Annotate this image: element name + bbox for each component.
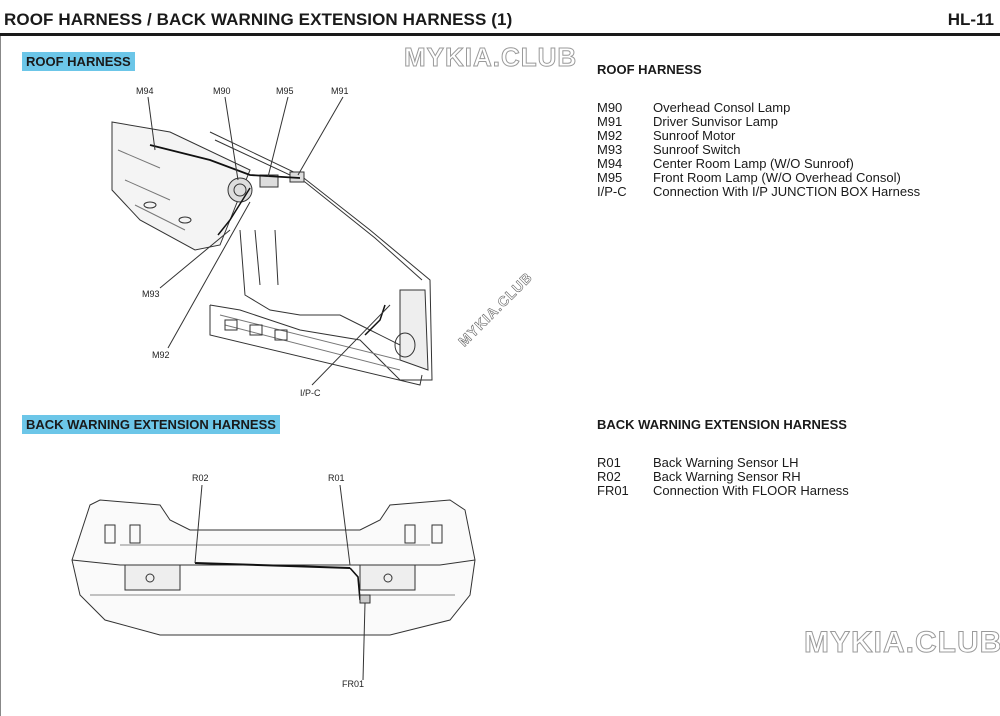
legend-code: R02	[597, 469, 621, 484]
m94-label: M94	[136, 86, 154, 96]
r02-label: R02	[192, 473, 209, 483]
back-warning-diagram: R02 R01 FR01	[71, 473, 476, 689]
legend-code: M91	[597, 114, 623, 129]
legend-desc: Center Room Lamp (W/O Sunroof)	[653, 156, 854, 171]
back-warning-legend: R01 Back Warning Sensor LH R02 Back Warnin…	[597, 456, 849, 498]
legend-desc: Back Warning Sensor LH	[653, 455, 799, 470]
m90-label: M90	[213, 86, 231, 96]
legend-row: I/P-C Connection With I/P JUNCTION BOX Ha…	[597, 185, 920, 199]
legend-desc: Sunroof Motor	[653, 128, 736, 143]
roof-harness-diagram: M94 M90 M95 M91 M93 M92 I/P-C	[111, 86, 433, 398]
legend-row: M95 Front Room Lamp (W/O Overhead Consol)	[597, 171, 920, 185]
m92-label: M92	[152, 350, 170, 360]
legend-code: M94	[597, 156, 623, 171]
back-warning-tag: BACK WARNING EXTENSION HARNESS	[22, 415, 280, 434]
legend-code: FR01	[597, 483, 629, 498]
roof-harness-legend: M90 Overhead Consol Lamp M91 Driver Sunvis…	[597, 101, 920, 199]
back-warning-title: BACK WARNING EXTENSION HARNESS	[597, 417, 847, 432]
legend-row: M90 Overhead Consol Lamp	[597, 101, 920, 115]
legend-row: M93 Sunroof Switch	[597, 143, 920, 157]
fr01-label: FR01	[342, 679, 364, 689]
legend-row: FR01 Connection With FLOOR Harness	[597, 484, 849, 498]
legend-desc: Sunroof Switch	[653, 142, 741, 157]
m93-label: M93	[142, 289, 160, 299]
left-border	[0, 36, 1, 716]
legend-desc: Connection With FLOOR Harness	[653, 483, 849, 498]
header-rule	[0, 33, 1000, 36]
legend-code: M93	[597, 142, 623, 157]
legend-code: M92	[597, 128, 623, 143]
legend-code: M95	[597, 170, 623, 185]
legend-row: M94 Center Room Lamp (W/O Sunroof)	[597, 157, 920, 171]
page-header: ROOF HARNESS / BACK WARNING EXTENSION HA…	[0, 0, 1000, 36]
legend-desc: Back Warning Sensor RH	[653, 469, 801, 484]
legend-code: M90	[597, 100, 623, 115]
r01-label: R01	[328, 473, 345, 483]
watermark-bottom: MYKIA.CLUB	[803, 626, 1000, 660]
legend-desc: Overhead Consol Lamp	[653, 100, 791, 115]
roof-harness-title: ROOF HARNESS	[597, 62, 702, 77]
ip-c-label: I/P-C	[300, 388, 321, 398]
page-number: HL-11	[947, 10, 994, 29]
m95-label: M95	[276, 86, 294, 96]
m91-label: M91	[331, 86, 349, 96]
legend-row: M91 Driver Sunvisor Lamp	[597, 115, 920, 129]
watermark-diagonal: MYKIA.CLUB	[455, 268, 536, 350]
roof-harness-tag: ROOF HARNESS	[22, 52, 135, 71]
legend-desc: Driver Sunvisor Lamp	[653, 114, 778, 129]
legend-desc: Front Room Lamp (W/O Overhead Consol)	[653, 170, 901, 185]
page-title: ROOF HARNESS / BACK WARNING EXTENSION HA…	[4, 10, 513, 29]
legend-code: R01	[597, 455, 621, 470]
legend-row: R02 Back Warning Sensor RH	[597, 470, 849, 484]
watermark-top: MYKIA.CLUB	[403, 42, 578, 73]
legend-code: I/P-C	[597, 184, 627, 199]
legend-row: M92 Sunroof Motor	[597, 129, 920, 143]
legend-row: R01 Back Warning Sensor LH	[597, 456, 849, 470]
legend-desc: Connection With I/P JUNCTION BOX Harness	[653, 184, 921, 199]
